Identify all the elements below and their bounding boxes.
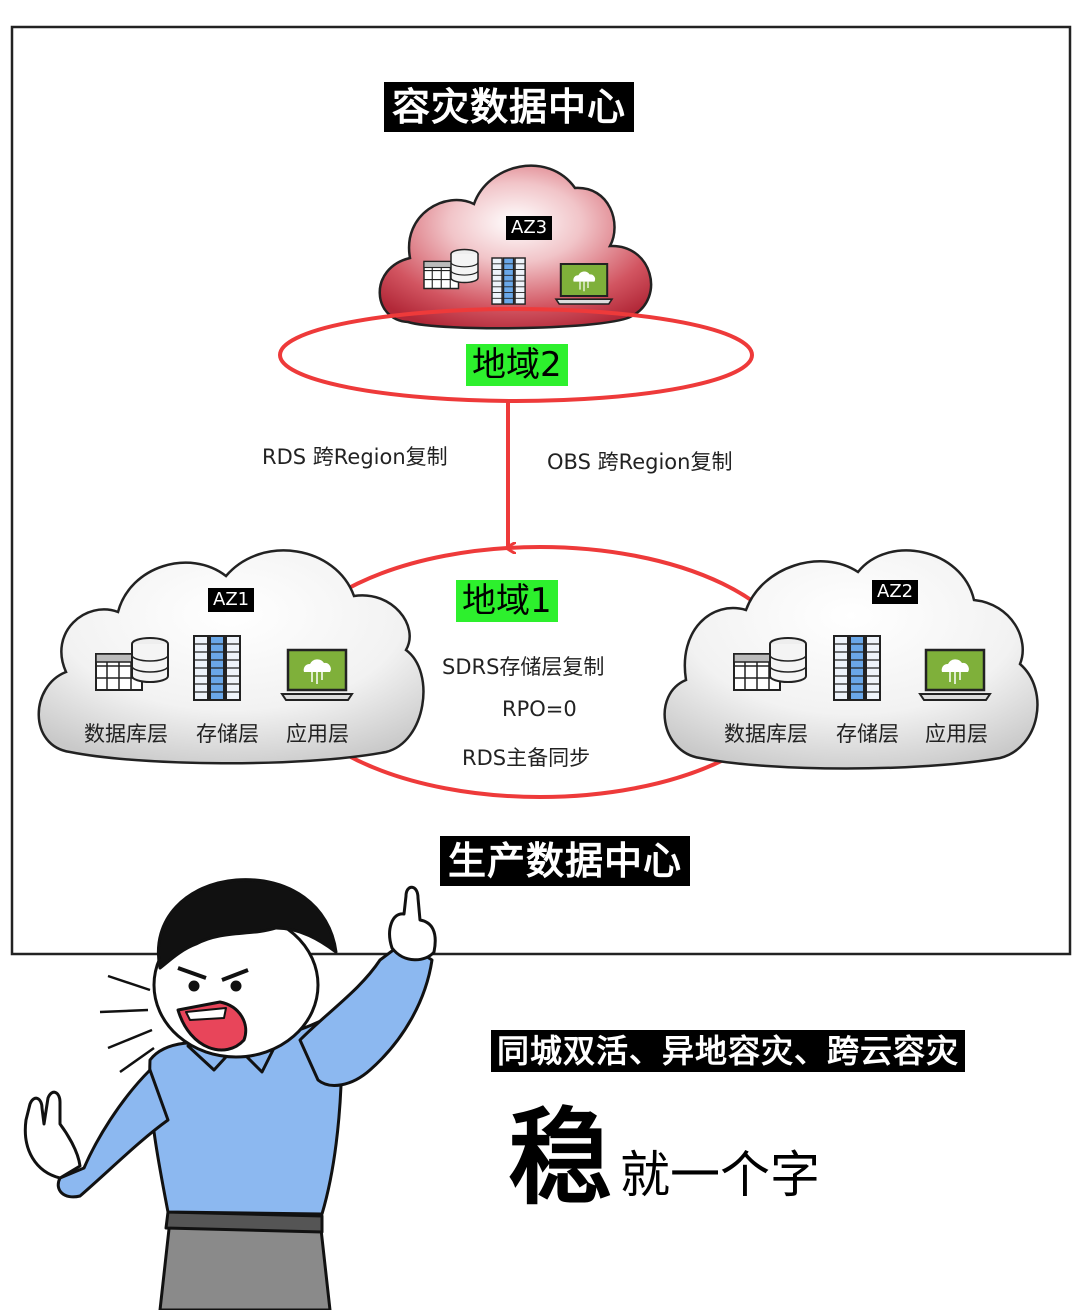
az2-label: AZ2 [872,580,919,604]
region2-ring [278,307,754,403]
slogan-big-char: 稳 [508,1097,613,1219]
slogan-line1: 同城双活、异地容灾、跨云容灾 [491,1030,966,1072]
az1-db-layer-label: 数据库层 [84,722,168,746]
az2-server-rack-icon [833,635,881,701]
region1-label: 地域1 [456,580,558,622]
cartoon-man-illustration [23,878,437,1310]
sdrs-replication-label: SDRS存储层复制 [442,655,605,679]
az3-label: AZ3 [506,216,553,240]
region2-label: 地域2 [466,344,568,386]
az2-storage-layer-label: 存储层 [836,722,899,746]
az1-app-layer-label: 应用层 [286,722,349,746]
az2-app-layer-label: 应用层 [925,722,988,746]
az3-server-rack-icon [491,257,526,305]
rds-cross-region-label: RDS 跨Region复制 [262,445,448,469]
az1-label: AZ1 [208,588,255,612]
slogan-rest: 就一个字 [620,1146,820,1204]
az1-server-rack-icon [193,635,241,701]
dr-center-title: 容灾数据中心 [384,82,635,132]
prod-center-title: 生产数据中心 [440,836,691,886]
rpo-label: RPO=0 [502,697,577,721]
rds-sync-label: RDS主备同步 [462,746,591,770]
az1-storage-layer-label: 存储层 [196,722,259,746]
obs-cross-region-label: OBS 跨Region复制 [547,450,733,474]
az2-db-layer-label: 数据库层 [724,722,808,746]
